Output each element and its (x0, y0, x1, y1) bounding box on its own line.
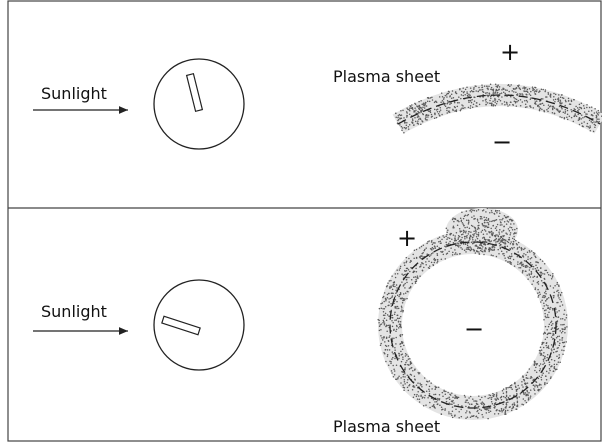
sunlight-label-bottom: Sunlight (41, 302, 107, 321)
plasma-sheet-label-bottom: Plasma sheet (333, 417, 440, 436)
plate-top (187, 74, 203, 112)
bottom-panel: Sunlight + − Plasma sheet (33, 208, 568, 436)
plasma-sheet-label-top: Plasma sheet (333, 67, 440, 86)
top-panel: Sunlight Plasma sheet + − (33, 38, 602, 156)
sunlight-label-top: Sunlight (41, 84, 107, 103)
plate-bottom (162, 316, 200, 334)
plus-sign-bottom: + (397, 224, 417, 252)
minus-sign-bottom: − (464, 315, 484, 343)
plus-sign-top: + (500, 38, 520, 66)
minus-sign-top: − (492, 128, 512, 156)
